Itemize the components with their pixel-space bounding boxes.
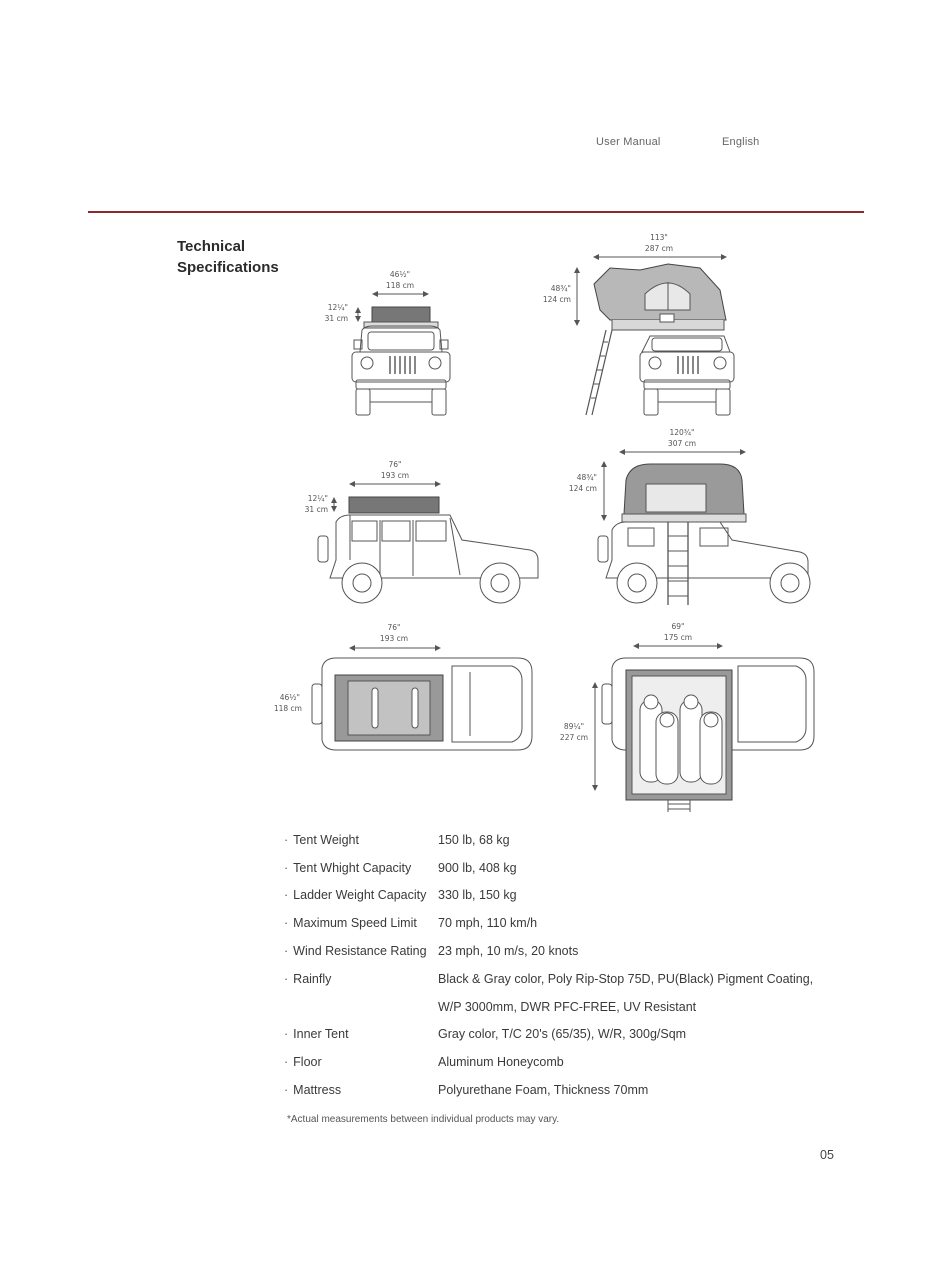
section-title-line1: Technical [177, 238, 246, 255]
header-language-label: English [722, 136, 760, 148]
technical-diagrams: 46½" 118 cm 12¼" 31 cm 113" 287 cm 48¾" … [274, 233, 815, 812]
spec-value: Gray color, T/C 20's (65/35), W/R, 300g/… [438, 1027, 687, 1042]
spec-label: Mattress [284, 1083, 438, 1097]
spec-label: Tent Weight [284, 833, 438, 847]
spec-value: 150 lb, 68 kg [438, 832, 510, 847]
side-open-height-cm: 124 cm [569, 484, 597, 493]
page-number: 05 [820, 1148, 834, 1162]
front-open-diagram [574, 254, 735, 416]
front-closed-height-cm: 31 cm [325, 314, 348, 323]
side-closed-width-in: 76" [389, 460, 402, 469]
spec-label: Ladder Weight Capacity [284, 888, 438, 902]
spec-list: Tent Weight 150 lb, 68 kg Tent Whight Ca… [284, 826, 844, 1104]
side-closed-height-cm: 31 cm [305, 505, 328, 514]
top-open-height-in: 89¼" [564, 722, 584, 731]
spec-row-wind-rating: Wind Resistance Rating 23 mph, 10 m/s, 2… [284, 937, 844, 965]
front-closed-diagram [351, 291, 451, 416]
side-open-width-cm: 307 cm [668, 439, 696, 448]
spec-label: Wind Resistance Rating [284, 944, 438, 958]
top-open-diagram [592, 643, 815, 812]
front-open-width-cm: 287 cm [645, 244, 673, 253]
spec-value: 330 lb, 150 kg [438, 888, 517, 903]
spec-value: 900 lb, 408 kg [438, 860, 517, 875]
front-open-width-in: 113" [650, 233, 668, 242]
spec-row-ladder-capacity: Ladder Weight Capacity 330 lb, 150 kg [284, 882, 844, 910]
spec-label: Maximum Speed Limit [284, 916, 438, 930]
front-closed-height-in: 12¼" [328, 303, 348, 312]
spec-row-speed-limit: Maximum Speed Limit 70 mph, 110 km/h [284, 909, 844, 937]
front-open-height-cm: 124 cm [543, 295, 571, 304]
spec-value: 23 mph, 10 m/s, 20 knots [438, 944, 579, 959]
spec-row-rainfly: Rainfly Black & Gray color, Poly Rip-Sto… [284, 965, 844, 993]
top-open-height-cm: 227 cm [560, 733, 588, 742]
section-title-line2: Specifications [177, 259, 279, 276]
side-open-height-in: 48¾" [577, 473, 597, 482]
spec-row-inner-tent: Inner Tent Gray color, T/C 20's (65/35),… [284, 1021, 844, 1049]
spec-row-weight-capacity: Tent Whight Capacity 900 lb, 408 kg [284, 854, 844, 882]
spec-label: Rainfly [284, 972, 438, 986]
spec-value: 70 mph, 110 km/h [438, 916, 538, 931]
side-open-width-in: 120¾" [669, 428, 694, 437]
spec-row-floor: Floor Aluminum Honeycomb [284, 1048, 844, 1076]
spec-row-mattress: Mattress Polyurethane Foam, Thickness 70… [284, 1076, 844, 1104]
top-closed-width-in: 76" [388, 623, 401, 632]
top-closed-diagram [311, 645, 533, 751]
front-closed-width-cm: 118 cm [386, 281, 414, 290]
spec-label: Inner Tent [284, 1027, 438, 1041]
measurement-note: *Actual measurements between individual … [287, 1114, 560, 1125]
side-closed-diagram [317, 481, 539, 604]
spec-value: W/P 3000mm, DWR PFC-FREE, UV Resistant [438, 999, 697, 1014]
spec-value: Aluminum Honeycomb [438, 1055, 564, 1070]
side-closed-height-in: 12¼" [308, 494, 328, 503]
spec-row-rainfly-continued: W/P 3000mm, DWR PFC-FREE, UV Resistant [284, 993, 844, 1021]
spec-label: Tent Whight Capacity [284, 861, 438, 875]
top-open-width-in: 69" [672, 622, 685, 631]
section-title: Technical Specifications [177, 236, 279, 278]
spec-label [284, 1000, 438, 1014]
spec-value: Black & Gray color, Poly Rip-Stop 75D, P… [438, 971, 814, 986]
spec-value: Polyurethane Foam, Thickness 70mm [438, 1083, 649, 1098]
top-closed-height-cm: 118 cm [274, 704, 302, 713]
top-open-width-cm: 175 cm [664, 633, 692, 642]
side-closed-width-cm: 193 cm [381, 471, 409, 480]
spec-label: Floor [284, 1055, 438, 1069]
front-closed-width-in: 46½" [390, 270, 410, 279]
front-open-height-in: 48¾" [551, 284, 571, 293]
header-divider [88, 211, 864, 213]
side-open-diagram [597, 449, 811, 605]
top-closed-height-in: 46½" [280, 693, 300, 702]
spec-row-tent-weight: Tent Weight 150 lb, 68 kg [284, 826, 844, 854]
header-manual-label: User Manual [596, 136, 661, 148]
top-closed-width-cm: 193 cm [380, 634, 408, 643]
